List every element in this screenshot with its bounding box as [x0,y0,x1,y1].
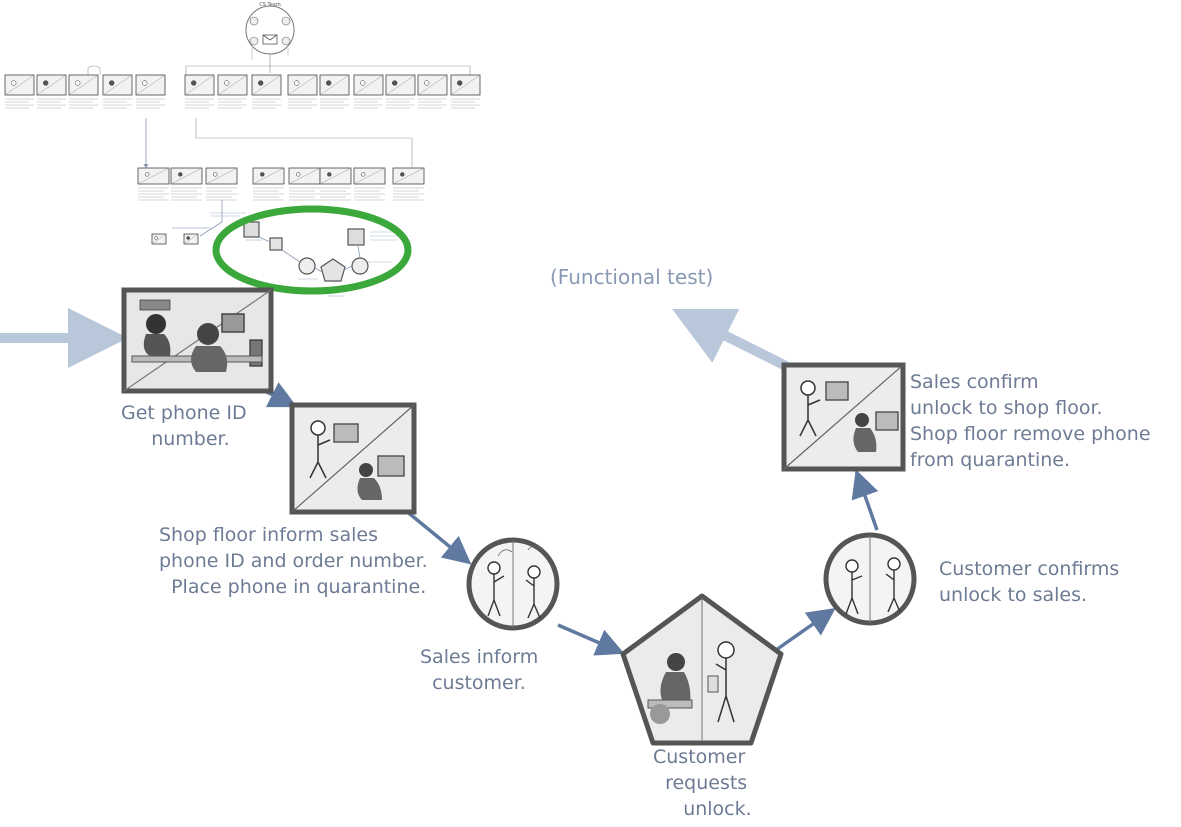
step-sales-inform [466,537,560,631]
overview-thumbnail [135,74,166,109]
flow-arrow-3 [557,623,625,656]
overview-thumbnail [184,74,215,109]
step-label-sales-inform: Sales inform customer. [420,646,539,694]
overview-thumbnail [251,74,282,109]
envelope-icon [262,34,278,45]
functional-test-label: (Functional test) [550,265,714,289]
overview-thumbnail [102,74,133,109]
flow-arrow-4 [774,607,836,652]
functional-test-arrow [672,309,789,371]
step-shop-floor-inform [289,402,417,515]
step-label-customer-requests: Customer requests unlock. [653,746,752,820]
overview-thumbnail [417,74,448,109]
overview-thumbnail [205,167,238,201]
overview-hub-label: CS Team [259,2,281,8]
step-label-sales-confirm: Sales confirm unlock to shop floor. Shop… [910,371,1151,471]
overview-thumbnail [170,167,203,201]
overview-thumbnail [137,167,170,201]
overview-row-2 [137,167,425,201]
step-get-phone-id [121,287,274,394]
step-customer-requests [620,593,784,746]
overview-thumbnail [392,167,425,201]
overview-thumbnail [151,233,167,245]
overview-thumbnail [353,74,384,109]
flow-arrow-5 [851,469,879,531]
highlight-ellipse [212,205,412,295]
overview-thumbnail [217,74,248,109]
overview-row-3 [151,233,199,245]
overview-thumbnail [353,167,386,201]
step-label-get-phone-id: Get phone ID number. [121,402,247,450]
overview-hub: CS Team [245,2,295,73]
step-sales-confirm [781,362,906,472]
overview-thumbnail [252,167,285,201]
flow-arrow-2 [403,508,472,565]
overview-thumbnail [36,74,67,109]
overview-thumbnail [287,74,318,109]
step-label-shop-floor-inform: Shop floor inform sales phone ID and ord… [159,524,428,598]
step-customer-confirms [823,532,917,626]
overview-thumbnail [68,74,99,109]
overview-minimap: CS Team [4,2,481,297]
overview-thumbnail [183,233,199,245]
overview-row-1 [4,74,481,109]
overview-thumbnail [450,74,481,109]
overview-thumbnail [385,74,416,109]
overview-thumbnail [319,167,352,201]
overview-thumbnail [288,167,321,201]
overview-mini-flow [243,221,402,297]
overview-thumbnail [4,74,35,109]
step-label-customer-confirms: Customer confirms unlock to sales. [939,558,1120,606]
flow-arrows [260,382,879,656]
overview-thumbnail [319,74,350,109]
